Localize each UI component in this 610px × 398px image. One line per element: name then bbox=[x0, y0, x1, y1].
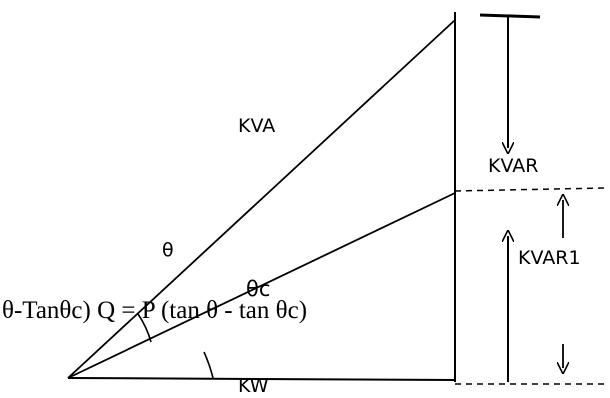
kva-label: KVA bbox=[238, 115, 275, 137]
kvar-label: KVAR bbox=[488, 155, 538, 177]
kw-base-line bbox=[67, 377, 456, 381]
kvar1-upper-dash bbox=[454, 187, 606, 192]
theta-label: θ bbox=[162, 239, 174, 261]
theta-c-label: θc bbox=[246, 277, 270, 301]
top-marker bbox=[479, 13, 541, 19]
kw-label: KW bbox=[238, 375, 269, 397]
kva-line bbox=[67, 19, 456, 379]
kvar1-label: KVAR1 bbox=[518, 247, 581, 269]
formula-text: θ-Tanθc) Q = P (tan θ - tan θc) bbox=[2, 297, 307, 324]
theta-arc bbox=[137, 313, 152, 343]
compensated-kva-line bbox=[67, 192, 456, 379]
theta-c-arc bbox=[203, 351, 214, 379]
